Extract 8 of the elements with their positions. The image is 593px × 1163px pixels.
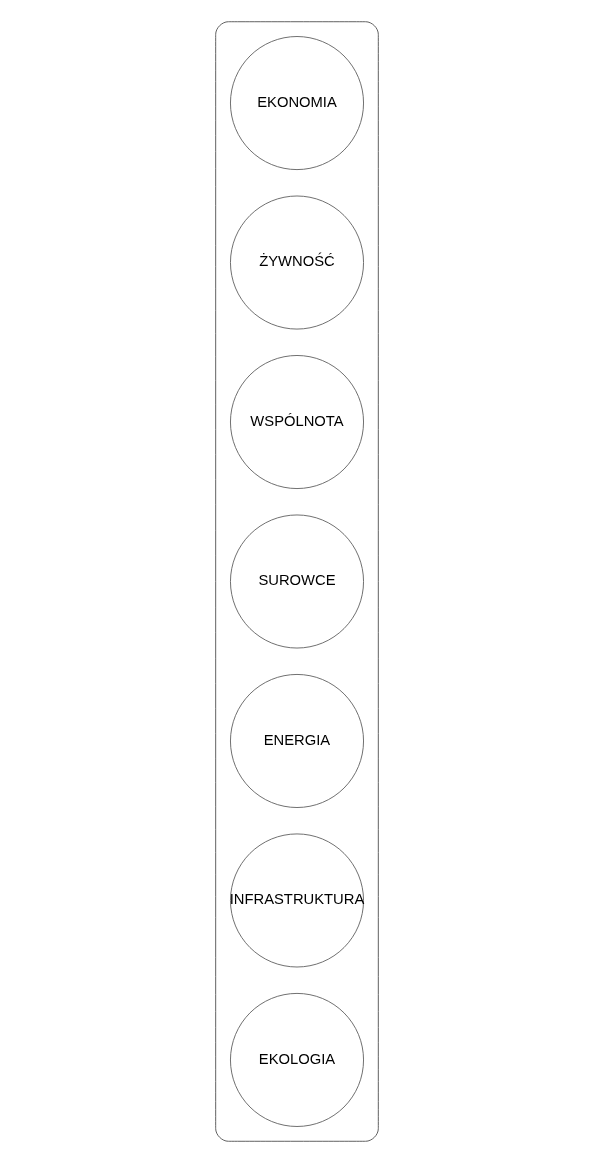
node-circle: INFRASTRUKTURA bbox=[229, 833, 364, 968]
cluster bbox=[214, 21, 379, 1142]
node-circle: EKONOMIA bbox=[229, 36, 364, 170]
node-circle: ENERGIA bbox=[229, 674, 364, 808]
node-circle: SUROWCE bbox=[229, 514, 364, 649]
node-circle: WSPÓLNOTA bbox=[229, 355, 364, 489]
node-circle: ŻYWNOŚĆ bbox=[229, 195, 364, 330]
node-circle: EKOLOGIA bbox=[229, 993, 364, 1127]
